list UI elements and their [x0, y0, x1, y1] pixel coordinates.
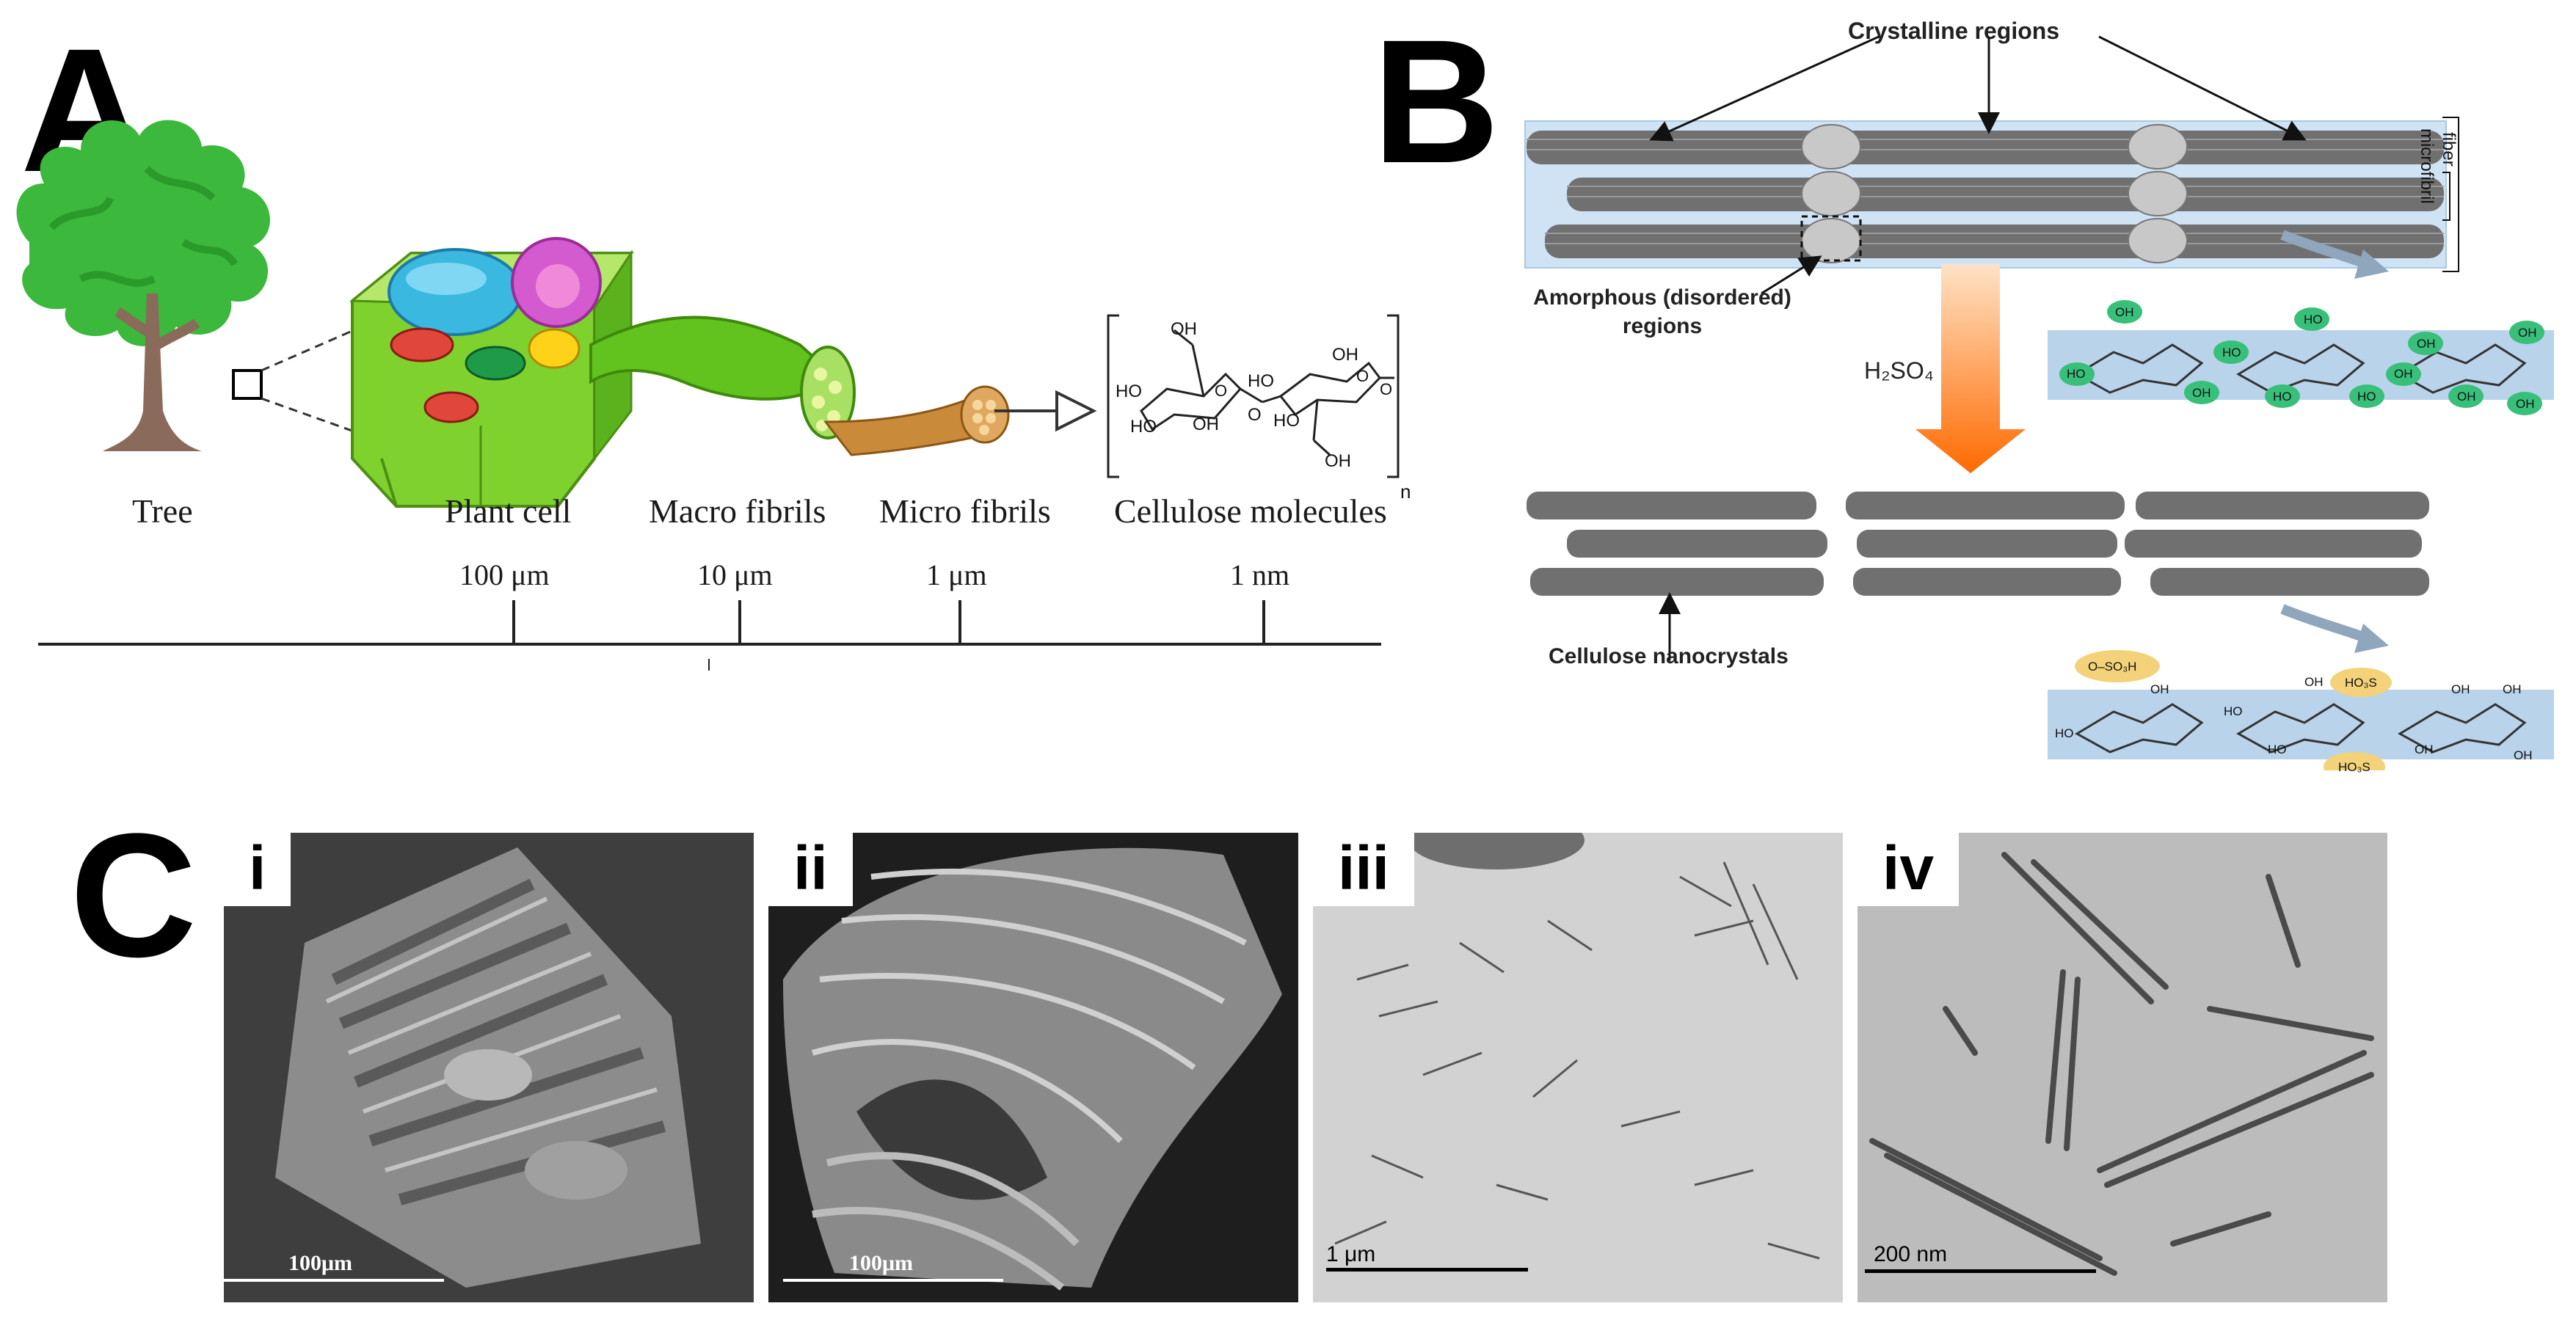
scale-bar-ii: [783, 1279, 1003, 1282]
chain-group-label: OH: [2415, 743, 2434, 756]
chain-group-label: OH: [2451, 682, 2470, 696]
nanocrystal-rods: [1527, 492, 2429, 596]
chain-group-label: OH: [2518, 326, 2537, 340]
microfibril-label: microfibril: [2417, 128, 2437, 204]
plant-cell-icon: [349, 237, 634, 508]
chain-group-label: HO: [2222, 346, 2241, 360]
chain-group-label: HO: [2273, 390, 2292, 404]
chain-group-label: OH: [2150, 682, 2169, 696]
panel-letter-b: B: [1372, 3, 1500, 200]
chain-group-label: OH: [2503, 682, 2522, 696]
micro-fibril-icon: [823, 385, 1097, 456]
chain-group-label: O–SO₃H: [2088, 660, 2137, 674]
mol-subscript: n: [1400, 481, 1411, 503]
scale-label-100um: 100 μm: [459, 558, 550, 591]
chain-group-label: OH: [2304, 675, 2324, 689]
mol-group-label: OH: [1171, 319, 1197, 339]
chain-group-label: HO: [2067, 367, 2086, 381]
fiber-label: fiber: [2439, 132, 2459, 167]
micrograph-iv: iv 200 nm: [1858, 833, 2387, 1302]
chain-group-label: HO: [2304, 313, 2323, 326]
micrograph-i-numeral: i: [224, 833, 291, 906]
mol-group-label: HO: [1130, 417, 1157, 437]
micrograph-ii-numeral: ii: [768, 833, 853, 906]
chain-group-label: HO₃S: [2345, 676, 2377, 690]
scale-text-iv: 200 nm: [1874, 1242, 1948, 1266]
macro-fibril-icon: [589, 315, 856, 439]
acid-label: H₂SO₄: [1864, 357, 1934, 384]
scale-label-1nm: 1 nm: [1230, 558, 1290, 591]
chain-group-label: OH: [2394, 367, 2413, 381]
amorphous-regions-label: Amorphous (disordered) regions: [1533, 285, 1791, 338]
chain-group-label: HO₃S: [2338, 760, 2371, 774]
stage-label-micro-fibrils: Micro fibrils: [879, 492, 1051, 530]
micrograph-iii: iii 1 μm: [1313, 833, 1843, 1302]
chain-group-label: OH: [2115, 305, 2134, 319]
panel-letter-c: C: [70, 797, 197, 993]
chain-group-label: HO: [2268, 743, 2287, 756]
hierarchy-illustration: [16, 120, 1400, 508]
micrograph-i: i 100μm: [224, 833, 754, 1302]
micrograph-iii-numeral: iii: [1313, 833, 1415, 906]
scale-bar-i: [224, 1279, 444, 1282]
mol-group-label: OH: [1193, 415, 1219, 434]
scale-bar-iv: [1865, 1269, 2096, 1273]
mol-group-label: OH: [1325, 451, 1351, 471]
chain-group-label: HO: [2224, 704, 2243, 718]
mol-oxygen-label: O: [1248, 405, 1262, 425]
chain-group-label: OH: [2417, 337, 2436, 351]
tree-icon: [16, 120, 390, 451]
mol-group-label: HO: [1248, 371, 1274, 391]
nanocrystal-diagram: [1524, 35, 2554, 770]
scale-text-iii: 1 μm: [1326, 1242, 1376, 1266]
crystalline-regions-label: Crystalline regions: [1848, 18, 2060, 44]
scale-label-1um: 1 μm: [926, 558, 987, 591]
microfibril-bundles: [1527, 124, 2444, 263]
scale-label-10um: 10 μm: [697, 558, 773, 591]
micrograph-iv-numeral: iv: [1858, 833, 1960, 906]
chain-group-label: OH: [2514, 748, 2533, 762]
nanocrystals-label: Cellulose nanocrystals: [1549, 644, 1789, 668]
mol-group-label: HO: [1116, 382, 1142, 401]
chain-group-label: OH: [2457, 390, 2476, 404]
chain-group-label: HO: [2055, 726, 2074, 740]
mol-oxygen-label: O: [1215, 382, 1228, 400]
mol-oxygen-label: O: [1380, 380, 1393, 398]
stage-label-cellulose: Cellulose molecules: [1114, 492, 1387, 530]
stage-label-macro-fibrils: Macro fibrils: [649, 492, 826, 530]
mol-group-label: OH: [1332, 345, 1358, 365]
chain-group-label: HO: [2357, 390, 2376, 404]
chain-group-label: OH: [2516, 397, 2535, 411]
scale-text-i: 100μm: [288, 1251, 352, 1275]
scale-bar-iii: [1326, 1268, 1528, 1272]
stage-label-tree: Tree: [132, 492, 193, 530]
mol-oxygen-label: O: [1356, 367, 1369, 385]
scale-axis: [38, 600, 1381, 671]
mol-group-label: HO: [1273, 411, 1300, 431]
chain-group-label: OH: [2192, 386, 2211, 400]
stage-label-plant-cell: Plant cell: [445, 492, 572, 530]
scale-text-ii: 100μm: [849, 1251, 913, 1275]
cellulose-molecule-icon: [1107, 314, 1400, 478]
micrograph-ii: ii 100μm: [768, 833, 1298, 1302]
